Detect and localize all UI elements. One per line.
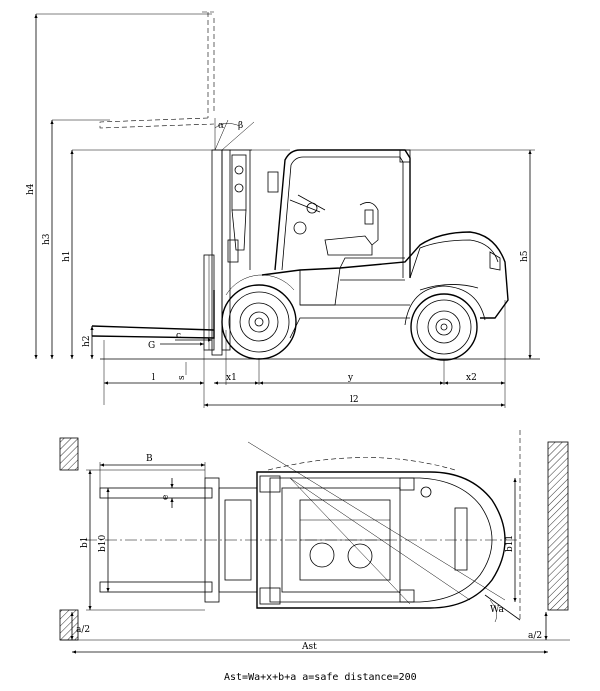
dim-b1-label: b1 bbox=[80, 537, 90, 549]
mast bbox=[203, 149, 279, 356]
tilt-angle-lines bbox=[214, 118, 255, 151]
formula-caption: Ast=Wa+x+b+a a=safe distance=200 bbox=[224, 672, 417, 683]
top-chassis bbox=[218, 471, 506, 609]
dim-Ast-label: Ast bbox=[301, 642, 317, 652]
truck-body bbox=[261, 231, 509, 339]
dim-y-label: y bbox=[347, 373, 354, 383]
dim-s-label: s bbox=[177, 375, 187, 380]
dim-b10-label: b10 bbox=[98, 535, 108, 552]
dim-h1-label: h1 bbox=[62, 250, 72, 262]
dim-B-label: B bbox=[146, 454, 153, 464]
dim-b11-label: b11 bbox=[505, 535, 515, 552]
height-dimension-lines bbox=[34, 14, 535, 359]
dim-a-half-right-label: a/2 bbox=[528, 631, 542, 641]
dim-c-label: c bbox=[176, 331, 181, 341]
side-view: h4 h3 h1 h2 h5 α β G c l s x1 y x2 l2 bbox=[26, 11, 540, 408]
dim-h4-label: h4 bbox=[26, 183, 36, 195]
dim-G-label: G bbox=[148, 341, 155, 351]
dim-a-half-left-label: a/2 bbox=[76, 625, 90, 635]
top-view: B e b1 b10 b11 Wa a/2 a/2 Ast bbox=[59, 430, 570, 654]
turning-radius-lines bbox=[247, 430, 521, 623]
front-wheel bbox=[221, 274, 297, 360]
top-dimension-lines bbox=[60, 462, 570, 654]
raised-mast-outline bbox=[36, 11, 215, 129]
dim-beta-label: β bbox=[238, 121, 243, 131]
wall-top-left bbox=[59, 437, 79, 471]
operator-seat bbox=[324, 202, 379, 256]
dim-x1-label: x1 bbox=[226, 373, 237, 383]
dim-h3-label: h3 bbox=[42, 233, 52, 245]
overhead-guard bbox=[274, 149, 411, 278]
wall-right bbox=[547, 441, 569, 611]
dim-h2-label: h2 bbox=[82, 335, 92, 347]
dim-l-label: l bbox=[152, 373, 155, 383]
dim-e-label: e bbox=[161, 495, 171, 500]
forks bbox=[91, 290, 215, 339]
dim-alpha-label: α bbox=[218, 121, 224, 131]
dim-h5-label: h5 bbox=[520, 250, 530, 262]
rear-wheel bbox=[404, 285, 486, 361]
dim-Wa-label: Wa bbox=[490, 605, 504, 615]
dim-l2-label: l2 bbox=[350, 395, 359, 405]
dim-x2-label: x2 bbox=[466, 373, 477, 383]
length-dimension-lines bbox=[103, 300, 506, 408]
